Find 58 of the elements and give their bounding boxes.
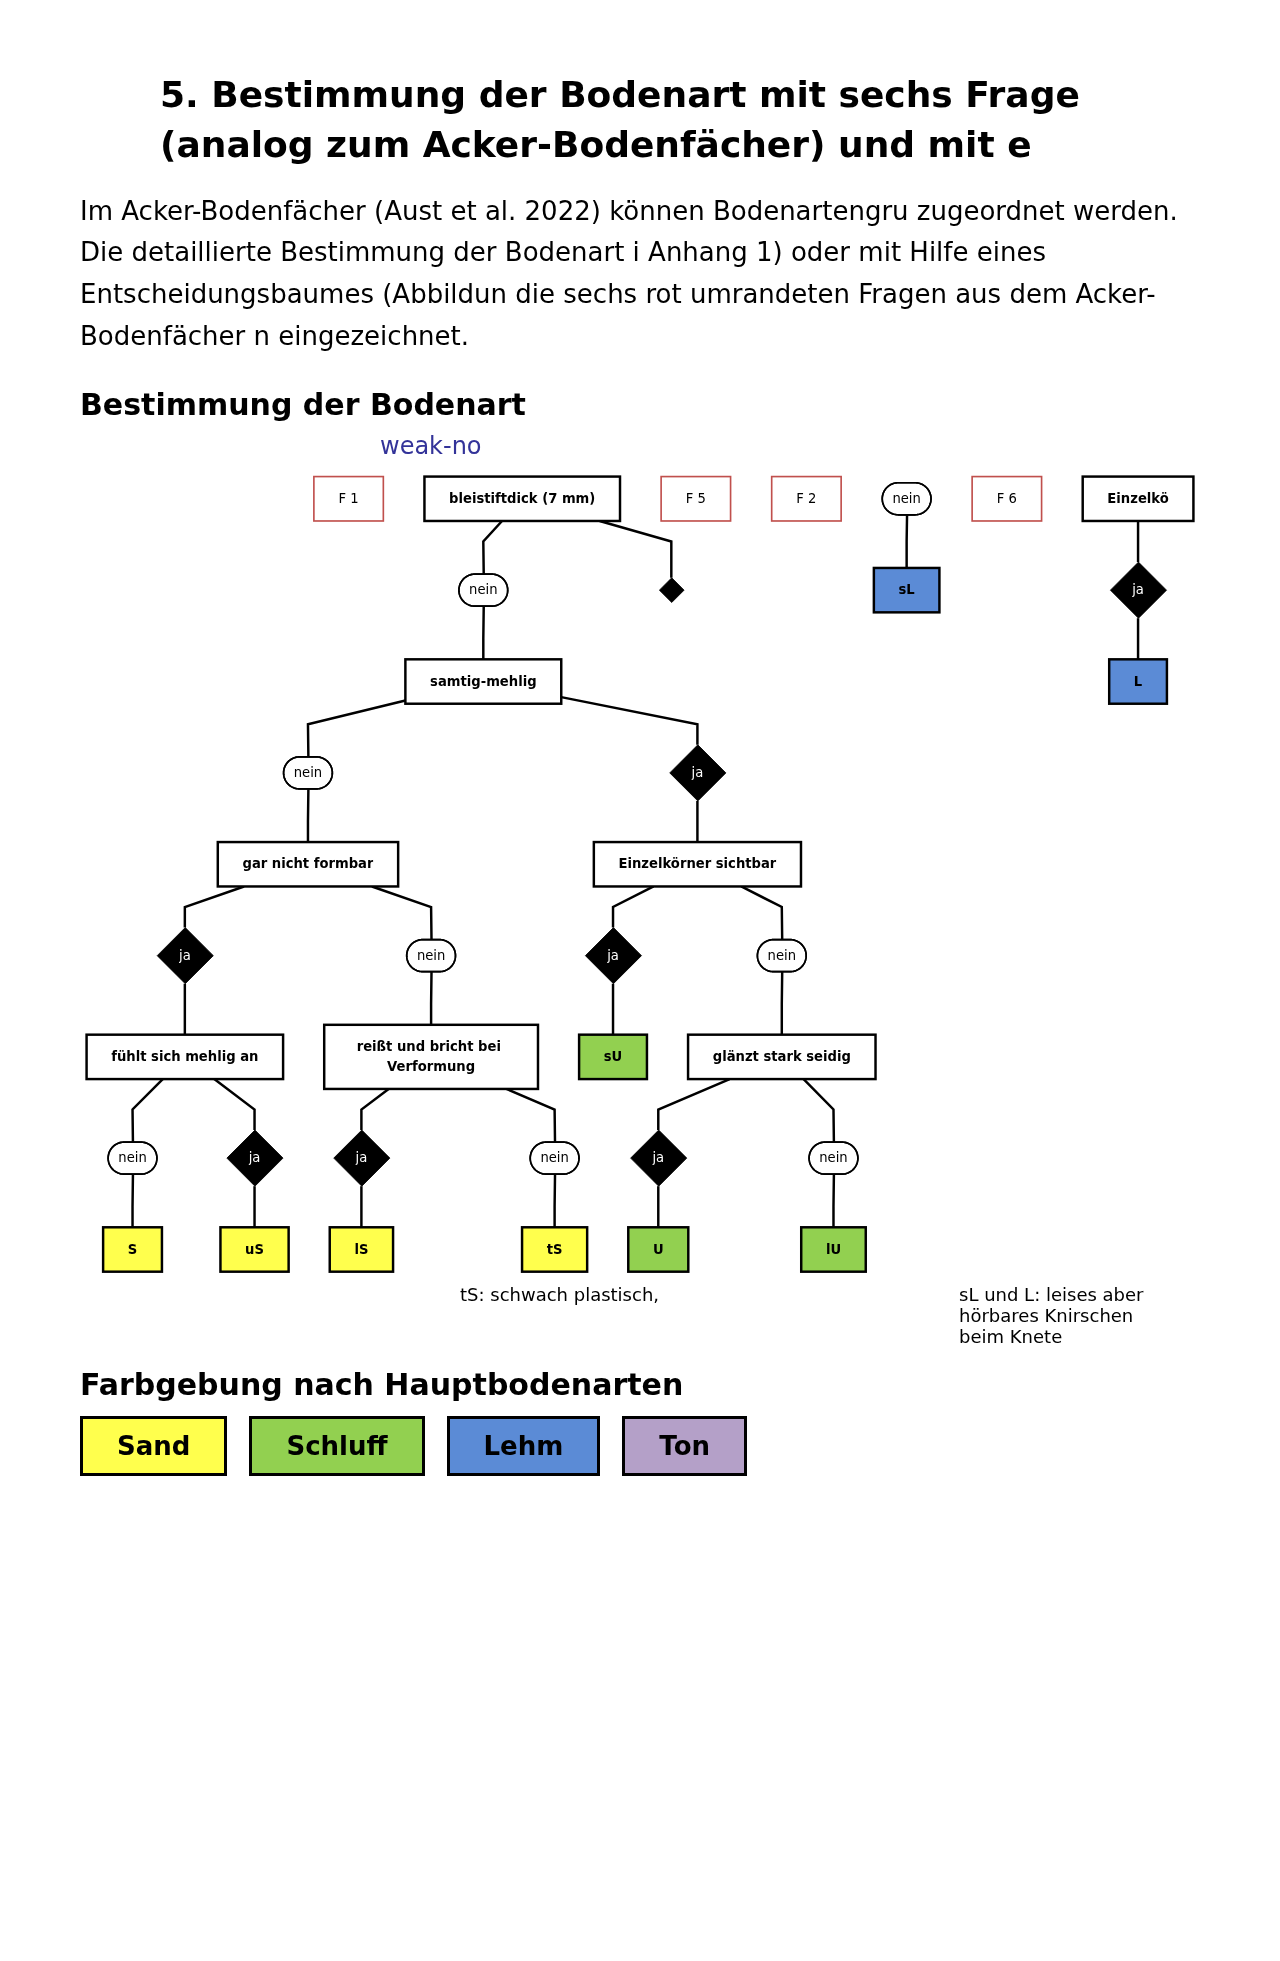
node-box: tS	[520, 1226, 589, 1274]
node-diamond: ja	[226, 1129, 284, 1187]
legend-swatch: Schluff	[249, 1416, 425, 1477]
legend-swatch: Lehm	[446, 1416, 601, 1477]
node-box: S	[101, 1226, 164, 1274]
connector	[553, 1174, 557, 1228]
node-box: sU	[577, 1033, 649, 1081]
page-heading: 5. Bestimmung der Bodenart mit sechs Frage (analog zum Acker-Bodenfächer) und mit e	[160, 73, 1081, 168]
note-text: tS: schwach plastisch,	[460, 1284, 660, 1308]
connector	[253, 1186, 256, 1228]
connector	[780, 972, 784, 1035]
node-diamond: ja	[156, 927, 214, 985]
connector	[1136, 521, 1140, 563]
connector	[561, 696, 699, 745]
node-box: fühlt sich mehlig an	[85, 1033, 285, 1081]
node-diamond: ja	[584, 927, 642, 985]
connector	[131, 1174, 135, 1228]
node-diamond: ja	[630, 1129, 688, 1187]
annotation-text: weak-no	[380, 432, 483, 461]
node-diamond: ja	[1110, 561, 1167, 619]
connector	[696, 801, 699, 843]
node-box: gar nicht formbar	[216, 841, 400, 888]
paragraph: Im Acker-Bodenfächer (Aust et al. 2022) können Bodenartengru zugeordnet werden. Die detaillierte Bestimmung der Bodenart i Anhang 1) oder mit Hilfe eines Entscheidungsbaumes (Abbildun die sechs rot umrandeten Fragen aus dem Acker-Bodenfächer n eingezeichnet.	[80, 194, 1179, 353]
node-box: uS	[219, 1226, 290, 1274]
connector	[1136, 618, 1140, 660]
node-box: sL	[872, 566, 941, 614]
node-diamond: ja	[333, 1129, 391, 1187]
node-box: reißt und bricht bei Verformung	[322, 1023, 540, 1091]
node-box: lS	[328, 1226, 395, 1274]
connector	[429, 972, 433, 1025]
node-box: U	[627, 1226, 690, 1274]
connector	[905, 515, 909, 569]
node-box: lU	[800, 1226, 867, 1274]
legend-swatch: Ton	[622, 1416, 747, 1477]
node-box: L	[1107, 658, 1169, 706]
node-box: Einzelkörner sichtbar	[592, 841, 803, 888]
connector	[183, 983, 187, 1035]
node-box: F 1	[313, 475, 385, 522]
connector	[360, 1186, 363, 1228]
node-box: bleistiftdick (7 mm)	[423, 475, 622, 523]
node-box: F 5	[660, 475, 732, 522]
legend-swatch: Sand	[80, 1416, 228, 1477]
node-diamond	[659, 577, 685, 604]
node-box: samtig-mehlig	[404, 658, 563, 706]
connector	[832, 1174, 836, 1228]
node-box: F 6	[971, 475, 1043, 522]
connector	[482, 606, 485, 660]
node-box: glänzt stark seidig	[686, 1033, 877, 1081]
node-box: Einzelkö	[1081, 475, 1195, 523]
diagram-heading: Bestimmung der Bodenart	[80, 387, 527, 423]
connector	[611, 983, 615, 1035]
connector	[306, 789, 310, 843]
node-diamond: ja	[669, 744, 727, 802]
connector	[306, 699, 406, 758]
node-box: F 2	[770, 475, 842, 522]
legend-heading: Farbgebung nach Hauptbodenarten	[80, 1367, 685, 1403]
connector	[657, 1186, 660, 1228]
note-text: sL und L: leises aber hörbares Knirschen beim Knete	[959, 1284, 1145, 1348]
